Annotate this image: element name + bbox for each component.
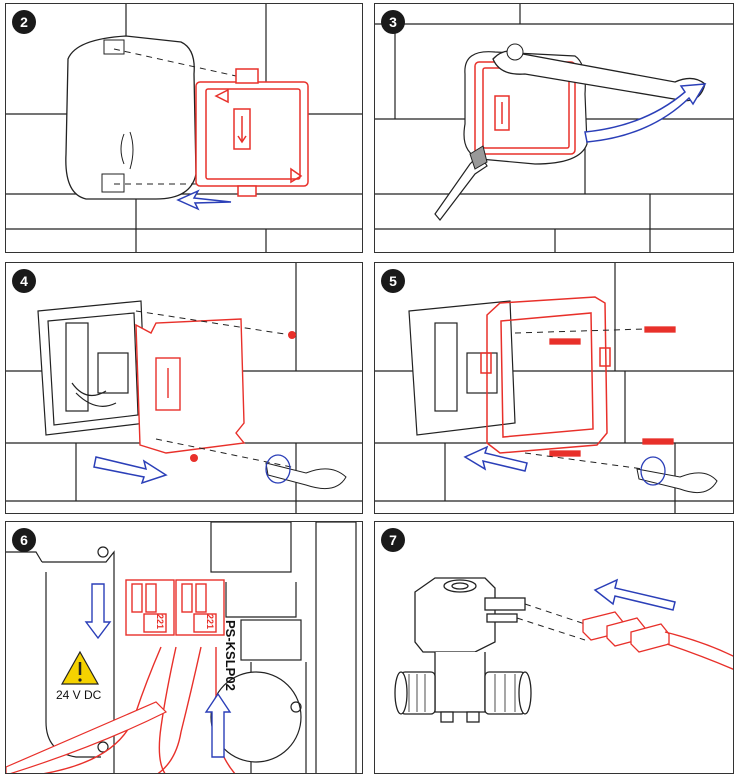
red-cover <box>135 318 246 454</box>
wire-left-2 <box>158 646 177 773</box>
wall-box <box>408 300 516 436</box>
red-junction-box <box>474 61 576 155</box>
step-6-panel: 6 <box>5 521 363 774</box>
wire-sheath <box>6 701 168 773</box>
move-arrow <box>93 456 168 485</box>
bagged-box <box>65 35 197 200</box>
solenoid-valve <box>394 577 532 723</box>
bag-wires <box>120 131 134 170</box>
wall-box <box>37 300 147 436</box>
step-2-illustration <box>6 4 362 252</box>
screw-bottom <box>190 454 198 462</box>
step-5-illustration <box>375 263 733 513</box>
screwdriver-grip <box>469 145 488 170</box>
step-2-panel: 2 <box>5 3 363 253</box>
connector-a-label: 221 <box>155 614 165 630</box>
bag-top-knob <box>103 39 125 55</box>
screwdriver <box>265 462 347 490</box>
down-arrow <box>84 583 112 640</box>
bag-bottom-knob <box>101 173 125 193</box>
step-4-illustration <box>6 263 362 513</box>
rotate-hint <box>265 454 291 484</box>
screwdriver <box>434 153 488 221</box>
wago-connectors <box>125 579 225 636</box>
screwdriver <box>636 468 718 494</box>
step-3-illustration <box>375 4 733 252</box>
step-number-badge: 5 <box>381 269 405 293</box>
part-code-label: PS-KSLP02 <box>223 620 238 691</box>
rotate-arrow <box>584 83 707 143</box>
up-arrow <box>204 692 232 758</box>
step-number-badge: 3 <box>381 10 405 34</box>
voltage-label: 24 V DC <box>56 688 102 702</box>
red-anchors <box>549 326 676 457</box>
step-6-illustration <box>6 522 357 773</box>
move-arrow <box>176 189 232 211</box>
wire-right <box>157 646 202 773</box>
step-number-badge: 6 <box>12 528 36 552</box>
step-number-badge: 4 <box>12 269 36 293</box>
red-wire-upper <box>664 631 733 657</box>
move-arrow <box>463 445 528 472</box>
red-wire-lower <box>666 643 733 670</box>
red-junction-box <box>195 68 309 197</box>
step-number-badge: 2 <box>12 10 36 34</box>
move-arrow <box>593 578 676 611</box>
step-number-badge: 7 <box>381 528 405 552</box>
box-interior <box>6 522 357 773</box>
connector-b-label: 221 <box>205 614 215 630</box>
screw-top <box>288 331 296 339</box>
step-4-panel: 4 <box>5 262 363 514</box>
step-7-panel: 7 <box>374 521 734 774</box>
wrench-head <box>506 43 524 61</box>
step-3-panel: 3 <box>374 3 734 253</box>
step-5-panel: 5 <box>374 262 734 514</box>
rotate-hint <box>640 456 666 486</box>
step-7-illustration <box>394 577 733 723</box>
red-frame <box>480 296 611 454</box>
red-spade-connectors <box>582 611 670 653</box>
